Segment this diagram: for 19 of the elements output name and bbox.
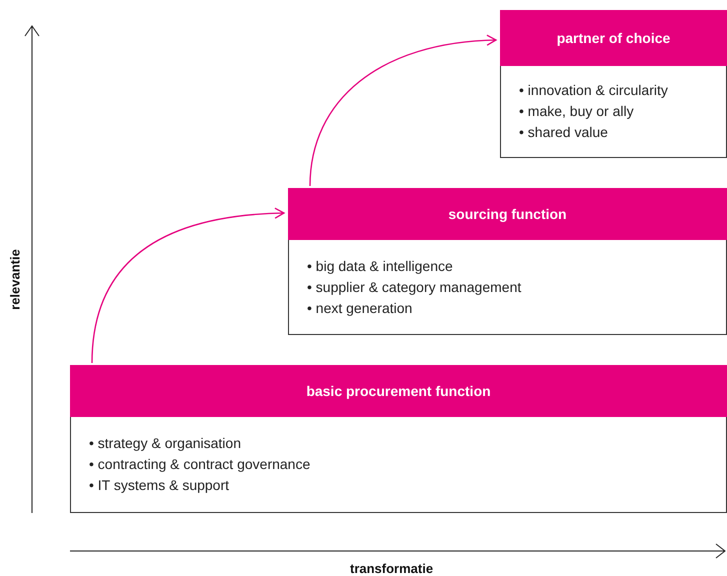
bullet-item: • contracting & contract governance	[89, 455, 310, 474]
bullet-item: • next generation	[307, 299, 412, 318]
bullet-item: • make, buy or ally	[519, 102, 634, 121]
bullet-item: • strategy & organisation	[89, 434, 241, 453]
bullet-item: • supplier & category management	[307, 278, 522, 297]
curved-arrow	[309, 34, 497, 186]
stage-box	[70, 365, 727, 513]
bullet-item: • big data & intelligence	[307, 257, 453, 276]
stage-box	[288, 188, 727, 335]
bullet-item: • innovation & circularity	[519, 81, 668, 100]
bullet-item: • IT systems & support	[89, 476, 230, 495]
axis-label: transformatie	[350, 561, 434, 576]
curved-arrow	[91, 208, 285, 364]
bullet-item: • shared value	[519, 123, 608, 142]
stage-heading: sourcing function	[288, 188, 727, 240]
stage-heading: partner of choice	[500, 10, 727, 66]
axis-label: relevantie	[8, 248, 22, 312]
stage-box	[500, 10, 727, 158]
stage-heading: basic procurement function	[70, 365, 727, 417]
